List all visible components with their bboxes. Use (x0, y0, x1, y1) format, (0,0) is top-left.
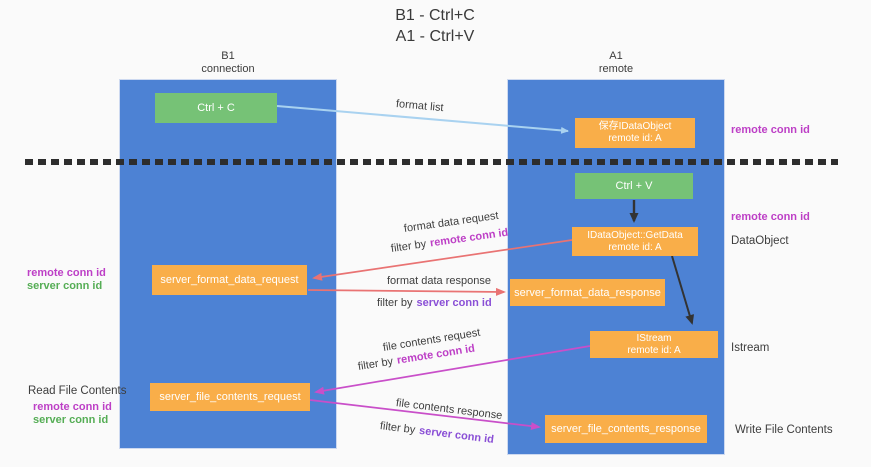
node-save-idataobject: 保存IDataObject remote id: A (575, 118, 695, 148)
node-server-format-data-request: server_format_data_request (152, 265, 307, 295)
annotation-dataobject: DataObject (731, 235, 789, 247)
format-list-text: format list (395, 98, 445, 115)
node-server-file-contents-response: server_file_contents_response (545, 415, 707, 443)
server-file-contents-response-label: server_file_contents_response (551, 423, 701, 435)
save-idataobject-line2: remote id: A (608, 133, 662, 144)
lane-b1-subtitle: connection (201, 63, 255, 75)
lane-header-a1: A1 remote (507, 50, 725, 76)
lane-b1-title: B1 (221, 50, 235, 62)
lane-a1-subtitle: remote (598, 63, 634, 75)
server-file-contents-request-label: server_file_contents_request (159, 391, 301, 403)
label-filter-server-1: filter by server conn id (377, 297, 492, 309)
label-format-list: format list (395, 98, 444, 114)
lane-header-b1: B1 connection (119, 50, 337, 76)
server-format-data-request-label: server_format_data_request (160, 274, 299, 286)
node-server-file-contents-request: server_file_contents_request (150, 383, 310, 411)
getdata-line2: remote id: A (608, 241, 662, 253)
server-format-data-response-label: server_format_data_response (514, 286, 661, 299)
format-data-response-arrow (307, 287, 506, 296)
annotation-remote-conn-id-top: remote conn id (731, 124, 810, 136)
annotation-read-file-contents: Read File Contents (28, 385, 127, 397)
label-filter-server-2: filter by server conn id (379, 420, 494, 446)
istream-line1: IStream (636, 332, 672, 344)
filter-by-text: filter by (357, 355, 394, 373)
annotation-server-conn-id-left2: server conn id (33, 414, 109, 426)
annotation-remote-conn-id-mid: remote conn id (731, 211, 810, 223)
server-conn-id-text: server conn id (418, 424, 495, 446)
annotation-istream: Istream (731, 342, 770, 354)
label-file-contents-response: file contents response (395, 397, 503, 422)
annotation-server-conn-id-left1: server conn id (27, 280, 103, 292)
lane-a1-title: A1 (609, 50, 623, 62)
annotation-remote-conn-id-left2: remote conn id (33, 401, 112, 413)
format-data-response-text: format data response (387, 275, 491, 287)
node-istream: IStream remote id: A (590, 331, 718, 358)
save-idataobject-line1: 保存IDataObject (598, 121, 672, 132)
node-server-format-data-response: server_format_data_response (510, 279, 665, 306)
title-line-1: B1 - Ctrl+C (395, 7, 475, 24)
ctrl-c-label: Ctrl + C (197, 102, 235, 114)
remote-conn-id-text: remote conn id (429, 226, 509, 250)
node-ctrl-v: Ctrl + V (575, 173, 693, 199)
node-ctrl-c: Ctrl + C (155, 93, 277, 123)
filter-by-text: filter by (377, 297, 413, 309)
title-line-2: A1 - Ctrl+V (395, 28, 475, 45)
file-contents-response-text: file contents response (395, 397, 503, 422)
filter-by-text: filter by (390, 238, 427, 255)
getdata-line1: IDataObject::GetData (587, 229, 683, 241)
node-idataobject-getdata: IDataObject::GetData remote id: A (572, 227, 698, 256)
label-format-data-response: format data response (387, 275, 491, 287)
istream-line2: remote id: A (627, 344, 681, 356)
dashed-divider (25, 159, 838, 165)
annotation-write-file-contents: Write File Contents (735, 424, 833, 436)
annotation-remote-conn-id-left1: remote conn id (27, 267, 106, 279)
diagram-title: B1 - Ctrl+C A1 - Ctrl+V (330, 5, 540, 47)
server-conn-id-text: server conn id (416, 297, 492, 309)
filter-by-text: filter by (379, 420, 416, 437)
ctrl-v-label: Ctrl + V (615, 180, 653, 192)
